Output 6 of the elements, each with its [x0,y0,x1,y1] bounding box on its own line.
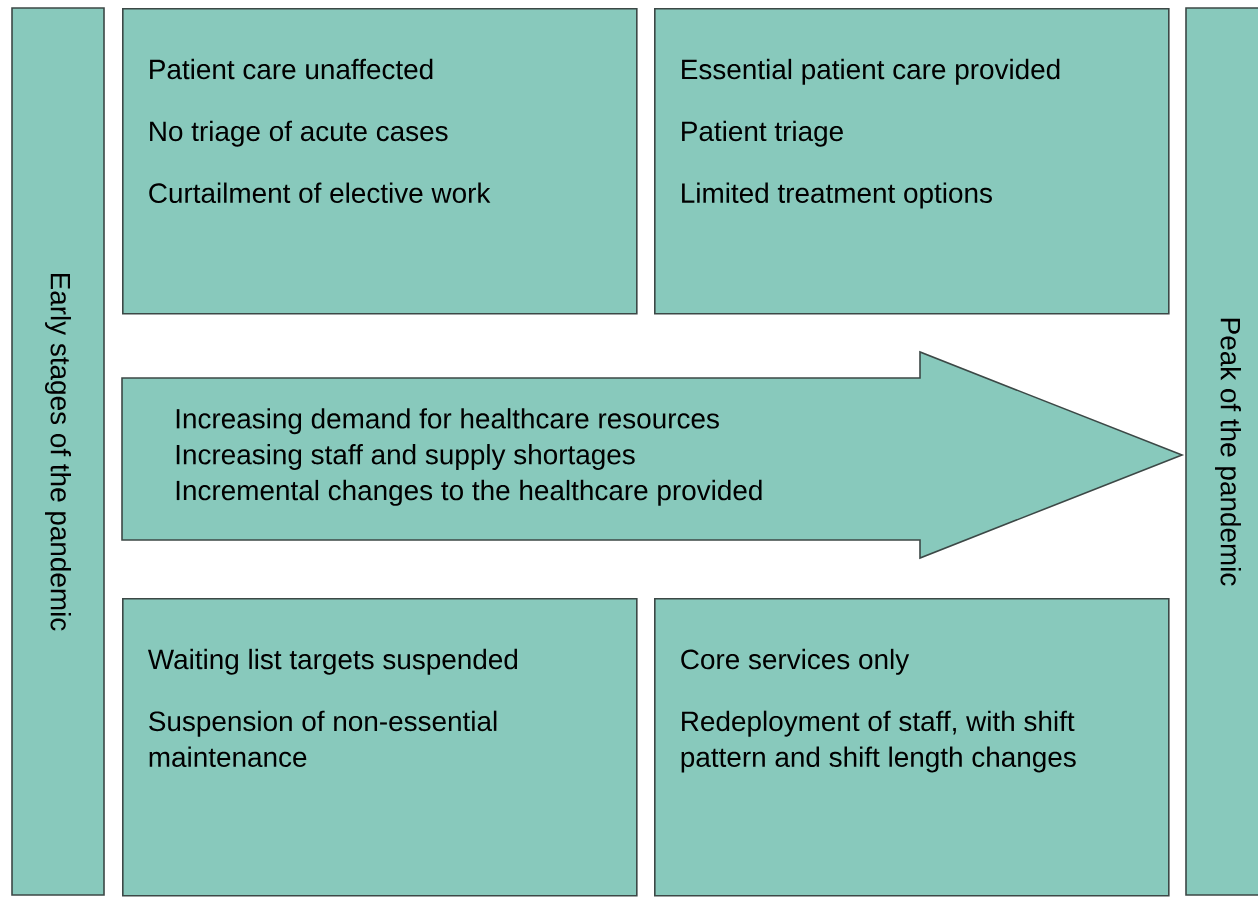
text-box: Core services only Redeployment of staff, with shift pattern and shift length changes [654,598,1170,897]
text-box: Waiting list targets suspended Suspension of non-essential maintenance [122,598,638,897]
stage-bar: Peak of the pandemic [1185,7,1258,896]
text-box: Patient care unaffected No triage of acute cases Curtailment of elective work [122,8,638,315]
stage-bar: Early stages of the pandemic [11,7,105,896]
text-box: Essential patient care provided Patient triage Limited treatment options [654,8,1170,315]
